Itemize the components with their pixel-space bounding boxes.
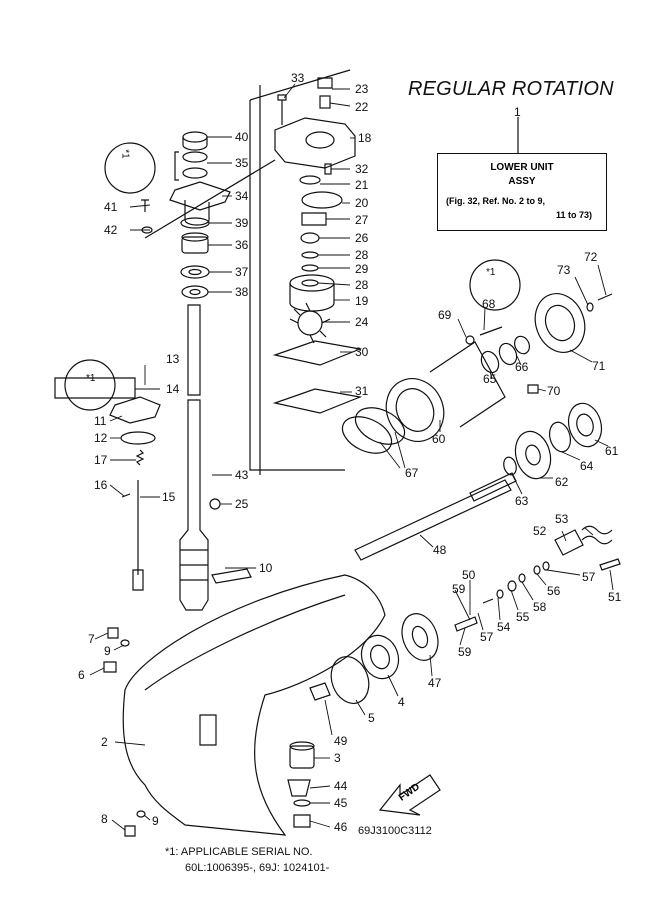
callout-65[interactable]: 65	[483, 372, 497, 386]
diagram-title: REGULAR ROTATION	[408, 78, 614, 100]
callout-45[interactable]: 45	[334, 796, 348, 810]
callout-11[interactable]: 11	[94, 414, 107, 428]
callout-56[interactable]: 56	[547, 584, 561, 598]
callout-2[interactable]: 2	[101, 735, 108, 749]
callout-32[interactable]: 32	[355, 162, 369, 176]
callout-28-lower[interactable]: 28	[355, 278, 369, 292]
callout-26[interactable]: 26	[355, 231, 369, 245]
callout-63[interactable]: 63	[515, 494, 529, 508]
callout-71[interactable]: 71	[592, 359, 606, 373]
callout-61[interactable]: 61	[605, 444, 619, 458]
assembly-ref-line2: 11 to 73)	[555, 210, 592, 220]
callout-55[interactable]: 55	[516, 610, 530, 624]
callout-37[interactable]: 37	[235, 265, 249, 279]
callout-40[interactable]: 40	[235, 130, 249, 144]
callout-28-upper[interactable]: 28	[355, 248, 369, 262]
callout-50[interactable]: 50	[462, 568, 476, 582]
callout-27[interactable]: 27	[355, 213, 369, 227]
callout-48[interactable]: 48	[433, 543, 447, 557]
callout-29[interactable]: 29	[355, 262, 369, 276]
callout-59-lower[interactable]: 59	[458, 645, 472, 659]
callout-17[interactable]: 17	[94, 453, 108, 467]
callout-19[interactable]: 19	[355, 294, 369, 308]
callout-51[interactable]: 51	[608, 590, 622, 604]
callout-15[interactable]: 15	[162, 490, 176, 504]
callout-66[interactable]: 66	[515, 360, 529, 374]
callout-73[interactable]: 73	[557, 263, 571, 277]
callout-23[interactable]: 23	[355, 82, 369, 96]
callout-30[interactable]: 30	[355, 345, 369, 359]
callout-72[interactable]: 72	[584, 250, 598, 264]
callout-31[interactable]: 31	[355, 384, 369, 398]
callout-52[interactable]: 52	[533, 524, 547, 538]
callout-49[interactable]: 49	[334, 734, 348, 748]
assembly-ref-line1: (Fig. 32, Ref. No. 2 to 9,	[446, 196, 546, 206]
callout-14[interactable]: 14	[166, 382, 180, 396]
callout-47[interactable]: 47	[428, 676, 442, 690]
callout-9-lower[interactable]: 9	[152, 814, 159, 828]
callout-1[interactable]: 1	[514, 105, 521, 119]
footnote-line2: 60L:1006395-, 69J: 1024101-	[185, 862, 330, 874]
callout-8[interactable]: 8	[101, 812, 108, 826]
callout-3[interactable]: 3	[334, 751, 341, 765]
assembly-name: LOWER UNIT	[490, 162, 554, 173]
callout-53[interactable]: 53	[555, 512, 569, 526]
callout-10[interactable]: 10	[259, 561, 273, 575]
callout-25[interactable]: 25	[235, 497, 249, 511]
callout-39[interactable]: 39	[235, 216, 249, 230]
callout-33[interactable]: 33	[291, 71, 305, 85]
callout-41[interactable]: 41	[104, 200, 118, 214]
callout-62[interactable]: 62	[555, 475, 569, 489]
callout-18[interactable]: 18	[358, 131, 372, 145]
assembly-info-box: LOWER UNIT ASSY (Fig. 32, Ref. No. 2 to …	[437, 153, 607, 231]
callout-9-upper[interactable]: 9	[104, 644, 111, 658]
inset-mark-2: *1	[86, 373, 96, 384]
callout-44[interactable]: 44	[334, 779, 348, 793]
callout-60[interactable]: 60	[432, 432, 446, 446]
callout-5[interactable]: 5	[368, 711, 375, 725]
callout-42[interactable]: 42	[104, 223, 118, 237]
inset-mark-1: *1	[119, 149, 131, 159]
inset-mark-3: *1	[486, 267, 496, 278]
callout-68[interactable]: 68	[482, 297, 496, 311]
footnote-line1: *1: APPLICABLE SERIAL NO.	[165, 846, 313, 858]
callout-70[interactable]: 70	[547, 384, 561, 398]
callout-13[interactable]: 13	[166, 352, 180, 366]
callout-46[interactable]: 46	[334, 820, 348, 834]
callout-58[interactable]: 58	[533, 600, 547, 614]
callout-38[interactable]: 38	[235, 285, 249, 299]
callout-4[interactable]: 4	[398, 695, 405, 709]
callout-20[interactable]: 20	[355, 196, 369, 210]
callout-34[interactable]: 34	[235, 189, 249, 203]
callout-35[interactable]: 35	[235, 156, 249, 170]
callout-21[interactable]: 21	[355, 178, 369, 192]
callout-57-right[interactable]: 57	[582, 570, 596, 584]
callout-12[interactable]: 12	[94, 431, 108, 445]
callout-24[interactable]: 24	[355, 315, 369, 329]
callout-57-left[interactable]: 57	[480, 630, 494, 644]
callout-7[interactable]: 7	[88, 632, 95, 646]
diagram-code: 69J3100C3112	[358, 825, 432, 837]
assembly-type: ASSY	[508, 176, 536, 187]
callout-59-upper[interactable]: 59	[452, 582, 466, 596]
callout-54[interactable]: 54	[497, 620, 511, 634]
callout-43[interactable]: 43	[235, 468, 249, 482]
callout-69[interactable]: 69	[438, 308, 452, 322]
callout-16[interactable]: 16	[94, 478, 108, 492]
callout-64[interactable]: 64	[580, 459, 594, 473]
callout-36[interactable]: 36	[235, 238, 249, 252]
callout-22[interactable]: 22	[355, 100, 369, 114]
callout-67[interactable]: 67	[405, 466, 419, 480]
callout-6[interactable]: 6	[78, 668, 85, 682]
